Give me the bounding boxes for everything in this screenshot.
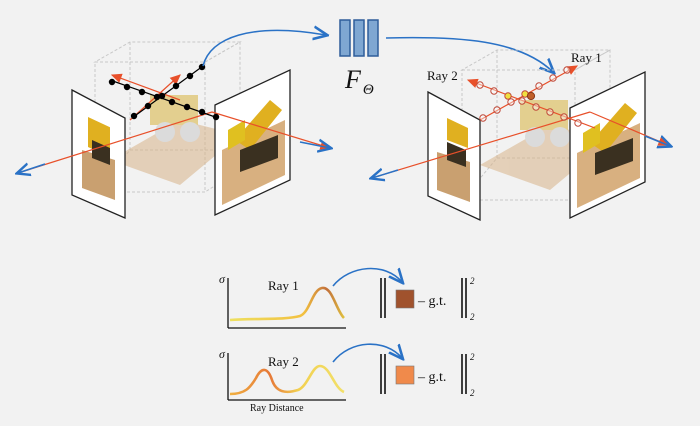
sample-point-icon [507, 98, 515, 106]
loss-power: 2 [470, 276, 475, 286]
ray-1-plot-arrow [332, 269, 402, 287]
sample-point-icon [518, 97, 526, 105]
sample-point-icon [549, 74, 557, 82]
sample-point-icon [479, 114, 487, 122]
left-image-plane-1 [71, 88, 126, 219]
right-image-plane-2 [569, 70, 646, 220]
right-scene: Ray 1 Ray 2 [372, 49, 670, 222]
sample-point-icon [212, 113, 220, 121]
sample-point-icon [183, 103, 191, 111]
left-sample-points-ray-a [108, 78, 220, 121]
right-image-plane-1 [427, 90, 481, 222]
sample-point-icon [130, 112, 138, 120]
ray-2-label: Ray 2 [427, 68, 458, 83]
sample-point-icon [198, 108, 206, 116]
network-block-icon [339, 19, 379, 57]
left-scene [17, 30, 332, 219]
plot-title: Ray 2 [268, 354, 299, 369]
loss-norm-index: 2 [470, 312, 475, 322]
bulldozer-icon [222, 100, 285, 205]
sample-point-icon [532, 103, 540, 111]
left-rays [17, 73, 332, 174]
y-axis-symbol: σ [219, 347, 226, 361]
left-blue-arrows [18, 142, 330, 173]
bulldozer-icon [437, 118, 470, 202]
sample-point-icon [186, 72, 194, 80]
right-sample-points-ray-2 [476, 81, 582, 127]
sample-point-icon [546, 108, 554, 116]
sample-point-icon [504, 92, 512, 100]
bulldozer-icon [82, 117, 115, 200]
ray-1-label: Ray 1 [571, 50, 602, 65]
sample-point-icon [493, 106, 501, 114]
ray-2-color-swatch [395, 365, 415, 385]
ray-1-plot: σ Ray 1 [219, 272, 346, 329]
y-axis-symbol: σ [219, 272, 226, 286]
loss-norm-index: 2 [470, 388, 475, 398]
sample-point-icon [168, 98, 176, 106]
sample-point-icon [563, 66, 571, 74]
density-curve [229, 286, 346, 322]
sample-point-icon [172, 82, 180, 90]
sample-point-icon [490, 87, 498, 95]
sample-point-icon [158, 92, 166, 100]
minus-ground-truth: – g.t. [417, 294, 446, 309]
sample-point-icon [138, 88, 146, 96]
density-curve [229, 364, 345, 396]
right-sample-points-ray-1 [479, 66, 571, 122]
bulldozer-icon [577, 103, 640, 208]
sample-point-icon [560, 113, 568, 121]
ray-1-color-swatch [395, 289, 415, 309]
sample-point-icon [574, 119, 582, 127]
ray-2-loss: – g.t. 2 2 [380, 352, 475, 398]
sample-point-icon [476, 81, 484, 89]
loss-power: 2 [470, 352, 475, 362]
sample-point-icon [526, 91, 536, 101]
sample-point-icon [108, 78, 116, 86]
ray-2-plot: σ Ray 2 Ray Distance [219, 347, 346, 414]
plot-title: Ray 1 [268, 278, 299, 293]
left-image-plane-2 [214, 68, 291, 217]
sample-point-icon [144, 102, 152, 110]
sample-point-icon [123, 83, 131, 91]
ray-1-loss: – g.t. 2 2 [380, 276, 475, 322]
minus-ground-truth: – g.t. [417, 370, 446, 385]
sample-point-icon [535, 82, 543, 90]
samples-to-network-arrow [202, 30, 326, 67]
x-axis-label: Ray Distance [250, 403, 304, 414]
network-to-samples-arrow [385, 36, 553, 72]
ray-2-plot-arrow [332, 343, 402, 363]
right-blue-arrows [372, 136, 670, 178]
